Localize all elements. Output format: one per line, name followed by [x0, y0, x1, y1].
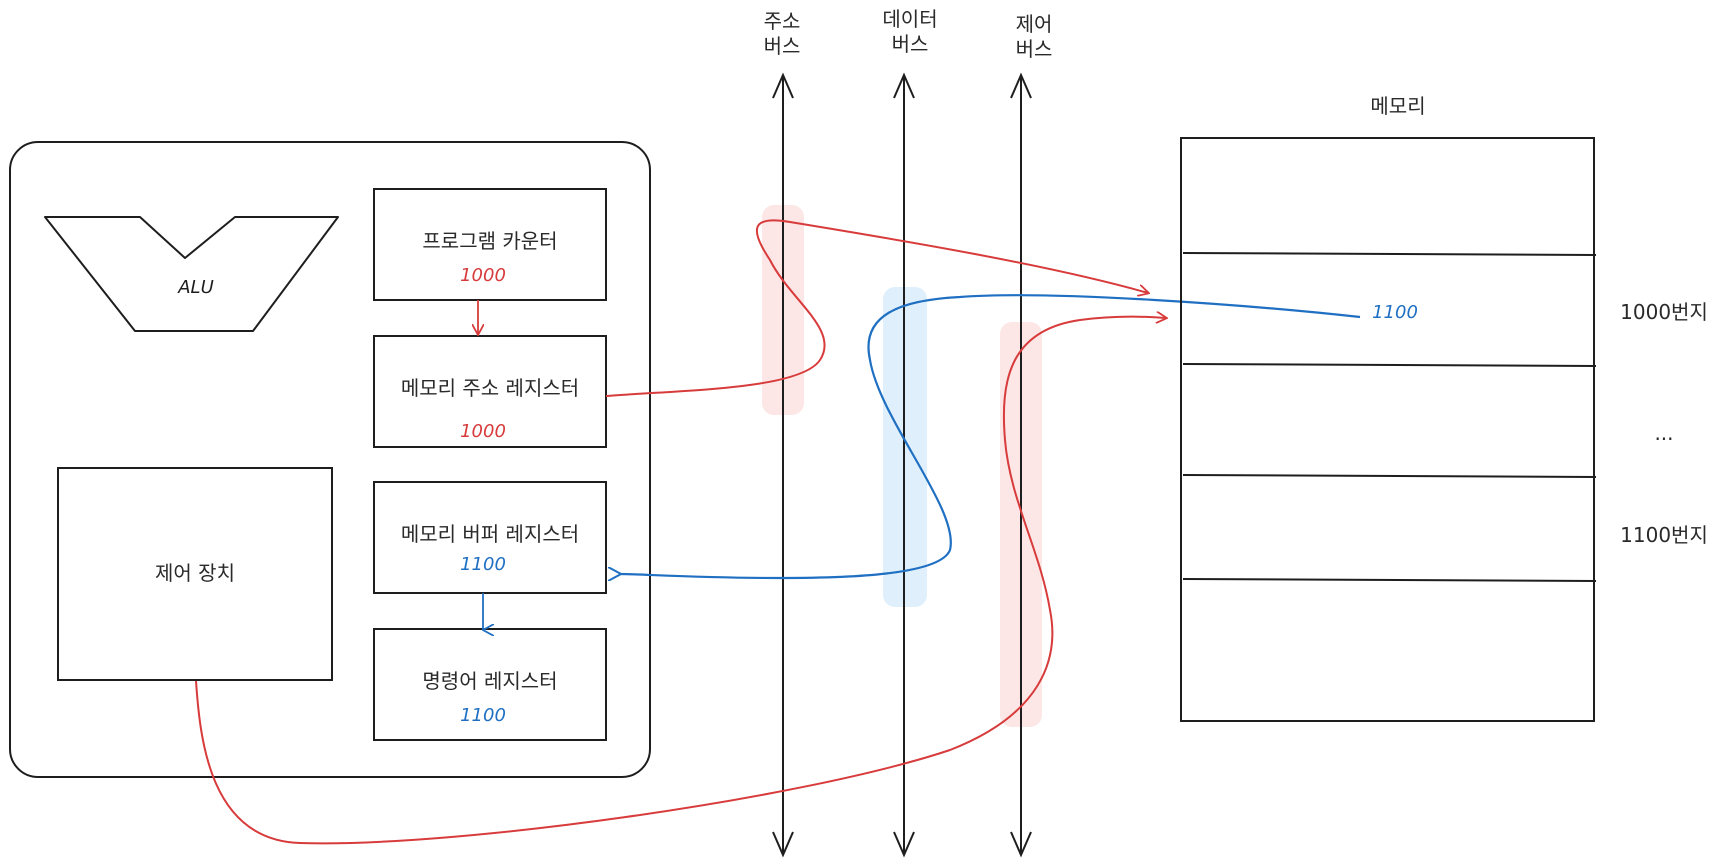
mar-value: 1000 — [460, 421, 506, 442]
memory-cell-value: 1100 — [1372, 302, 1418, 323]
control-bus-label-line2: 버스 — [1016, 37, 1053, 61]
program-counter-value: 1000 — [460, 265, 506, 286]
ir-value: 1100 — [460, 705, 506, 726]
alu-label: ALU — [177, 277, 214, 298]
program-counter-label: 프로그램 카운터 — [422, 229, 557, 253]
memory-cell-divider-3 — [1182, 474, 1597, 478]
cpu-box — [9, 141, 651, 778]
control-unit-box — [57, 467, 333, 681]
memory-address-1000: 1000번지 — [1620, 300, 1708, 324]
memory-box — [1180, 137, 1595, 722]
control-bus-label-line1: 제어 — [1016, 12, 1053, 36]
control-bus-line — [1010, 72, 1032, 858]
mbr-label: 메모리 버퍼 레지스터 — [401, 522, 579, 546]
mbr-value: 1100 — [460, 554, 506, 575]
data-bus-label-line2: 버스 — [892, 32, 929, 56]
memory-title: 메모리 — [1370, 94, 1425, 118]
program-counter-box — [373, 188, 607, 301]
control-unit-label: 제어 장치 — [155, 561, 235, 585]
address-bus-label-line2: 버스 — [764, 34, 801, 58]
control-unit-to-memory-arrow — [195, 317, 1166, 845]
memory-cell-divider-2 — [1182, 363, 1597, 367]
mar-to-memory-arrow — [605, 219, 1148, 397]
mar-box — [373, 335, 607, 448]
ir-label: 명령어 레지스터 — [422, 669, 557, 693]
memory-to-mbr-arrow — [620, 294, 1361, 578]
memory-cell-divider-1 — [1182, 252, 1597, 256]
address-bus-line — [772, 72, 794, 858]
data-bus-line — [893, 72, 915, 858]
memory-ellipsis: ... — [1654, 421, 1673, 445]
address-bus-label-line1: 주소 — [764, 9, 801, 33]
memory-address-1100: 1100번지 — [1620, 523, 1708, 547]
data-bus-label-line1: 데이터 — [882, 7, 937, 31]
alu-shape — [44, 216, 339, 332]
memory-cell-divider-4 — [1182, 578, 1597, 582]
mar-label: 메모리 주소 레지스터 — [401, 376, 579, 400]
mbr-box — [373, 481, 607, 594]
